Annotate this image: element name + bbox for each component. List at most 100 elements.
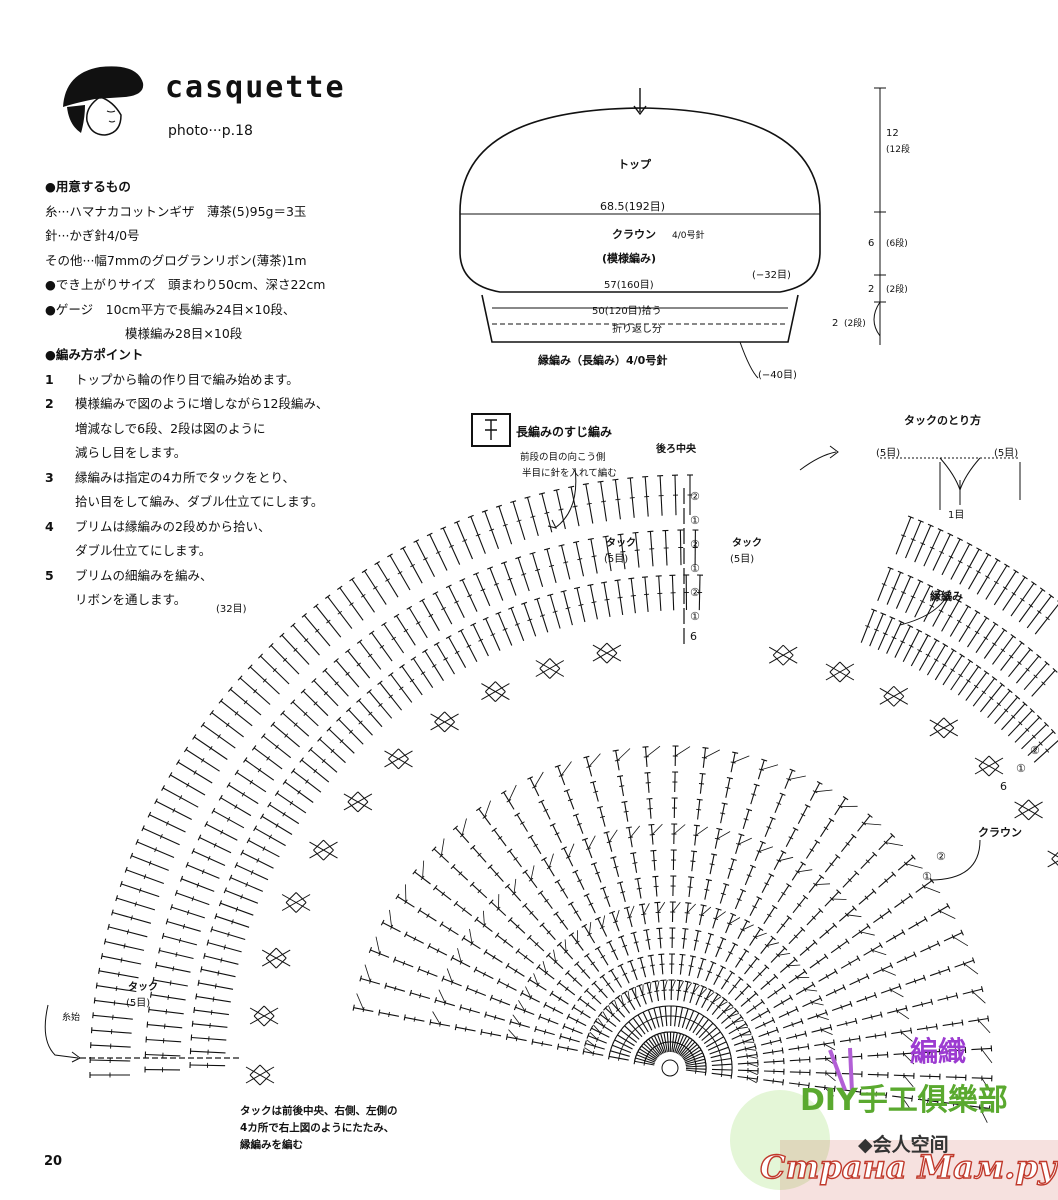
stitch-mark: [777, 953, 791, 956]
stitch-mark: [542, 960, 547, 974]
stitch-mark: [510, 500, 517, 504]
stitch-mark: [768, 873, 775, 877]
stitch-mark: [560, 888, 565, 892]
stitch-mark: [811, 915, 816, 920]
stitch-mark: [632, 862, 638, 864]
stitch-mark: [879, 914, 884, 920]
stitch-mark: [800, 926, 806, 932]
stitch-mark: [200, 721, 206, 728]
stitch-mark: [146, 1021, 149, 1028]
stitch-mark: [385, 578, 390, 582]
stitch-mark: [620, 891, 626, 894]
stitch-mark: [595, 871, 600, 875]
stitch-mark: [457, 948, 462, 963]
stitch-mark: [533, 843, 539, 847]
stitch-mark: [612, 1037, 617, 1043]
stitch-mark: [823, 826, 829, 831]
stitch-mark: [433, 641, 440, 646]
stitch-mark: [675, 746, 691, 757]
stitch-mark: [362, 1007, 365, 1013]
stitch-mark: [937, 908, 942, 914]
stitch-mark: [685, 982, 693, 992]
stitch-mark: [502, 523, 508, 527]
stitch-mark: [1028, 603, 1034, 608]
stitch-mark: [489, 528, 495, 532]
stitch-mark: [947, 614, 953, 618]
stitch-mark: [552, 610, 558, 613]
stitch-mark: [670, 980, 676, 991]
stitch-mark: [486, 566, 494, 570]
stitch-mark: [417, 907, 422, 914]
stitch-mark: [992, 621, 999, 626]
stitch-mark: [679, 1006, 686, 1009]
stitch-mark: [961, 1019, 964, 1026]
stitch-mark: [597, 480, 604, 483]
stitch-mark: [482, 971, 486, 977]
stitch-mark: [235, 906, 239, 912]
tuck-note-line-1: タックは前後中央、右側、左側の: [240, 1105, 398, 1117]
stitch-mark: [559, 1033, 562, 1040]
stitch-mark: [588, 753, 601, 767]
stitch-mark: [225, 722, 230, 728]
stitch-mark: [891, 871, 897, 877]
stitch-mark: [893, 934, 897, 940]
stitch-mark: [626, 1034, 631, 1039]
stitch-mark: [581, 923, 588, 928]
stitch-mark: [282, 657, 288, 662]
stitch-mark: [520, 990, 524, 996]
watermark-site: Страна Мам.ру: [759, 1147, 1057, 1186]
stitch-mark: [211, 807, 216, 814]
stitch-mark: [761, 764, 779, 771]
tuck-bottom-count: (5目): [126, 998, 150, 1009]
stitch-mark: [227, 931, 230, 937]
stitch-mark: [746, 874, 752, 878]
stitch-mark: [506, 848, 513, 854]
stitch-mark: [939, 910, 956, 919]
back-center-row-numbers: ② ① ② ① ② ① 6: [690, 490, 700, 643]
stitch-mark: [647, 530, 654, 533]
stitch-mark: [737, 1026, 749, 1030]
stitch-mark: [326, 726, 332, 732]
stitch-mark: [730, 858, 737, 861]
stitch-mark: [568, 932, 575, 937]
stitch-mark: [647, 954, 654, 957]
stitch-mark: [220, 957, 223, 963]
stitch-mark: [280, 710, 286, 716]
stitch-mark: [707, 932, 714, 936]
stitch-mark: [432, 884, 438, 891]
stitch-mark: [544, 511, 550, 515]
stitch-mark: [766, 1030, 770, 1036]
stitch-mark: [992, 642, 997, 646]
stitch-mark: [700, 1013, 707, 1019]
stitch-mark: [293, 647, 298, 652]
stitch-mark: [197, 834, 202, 841]
stitch-mark: [377, 680, 383, 686]
stitch-mark: [780, 1000, 784, 1005]
stitch-mark: [758, 1013, 762, 1019]
stitch-mark: [409, 678, 415, 683]
stitch-mark: [705, 1017, 712, 1022]
stitch-mark: [981, 1048, 993, 1064]
stitch-mark: [951, 1021, 954, 1027]
stitch-mark: [574, 961, 580, 967]
stitch-mark: [593, 1018, 598, 1024]
stitch-mark: [983, 615, 990, 620]
stitch-mark: [279, 632, 285, 638]
stitch-mark: [197, 979, 200, 986]
stitch-mark: [966, 679, 971, 683]
stitch-mark: [209, 1023, 211, 1029]
stitch-mark: [700, 984, 707, 989]
stitch-mark: [577, 879, 583, 883]
stitch-mark: [917, 649, 923, 653]
stitch-mark: [710, 1000, 715, 1005]
stitch-mark: [566, 1046, 569, 1052]
stitch-mark: [846, 914, 862, 918]
stitch-mark: [558, 508, 564, 511]
stitch-mark: [730, 1055, 733, 1062]
stitch-mark: [772, 1078, 774, 1084]
stitch-mark: [210, 926, 214, 933]
stitch-mark: [617, 748, 631, 761]
stitch-mark: [708, 988, 714, 992]
stitch-mark: [601, 915, 606, 928]
stitch-mark: [622, 1042, 626, 1047]
